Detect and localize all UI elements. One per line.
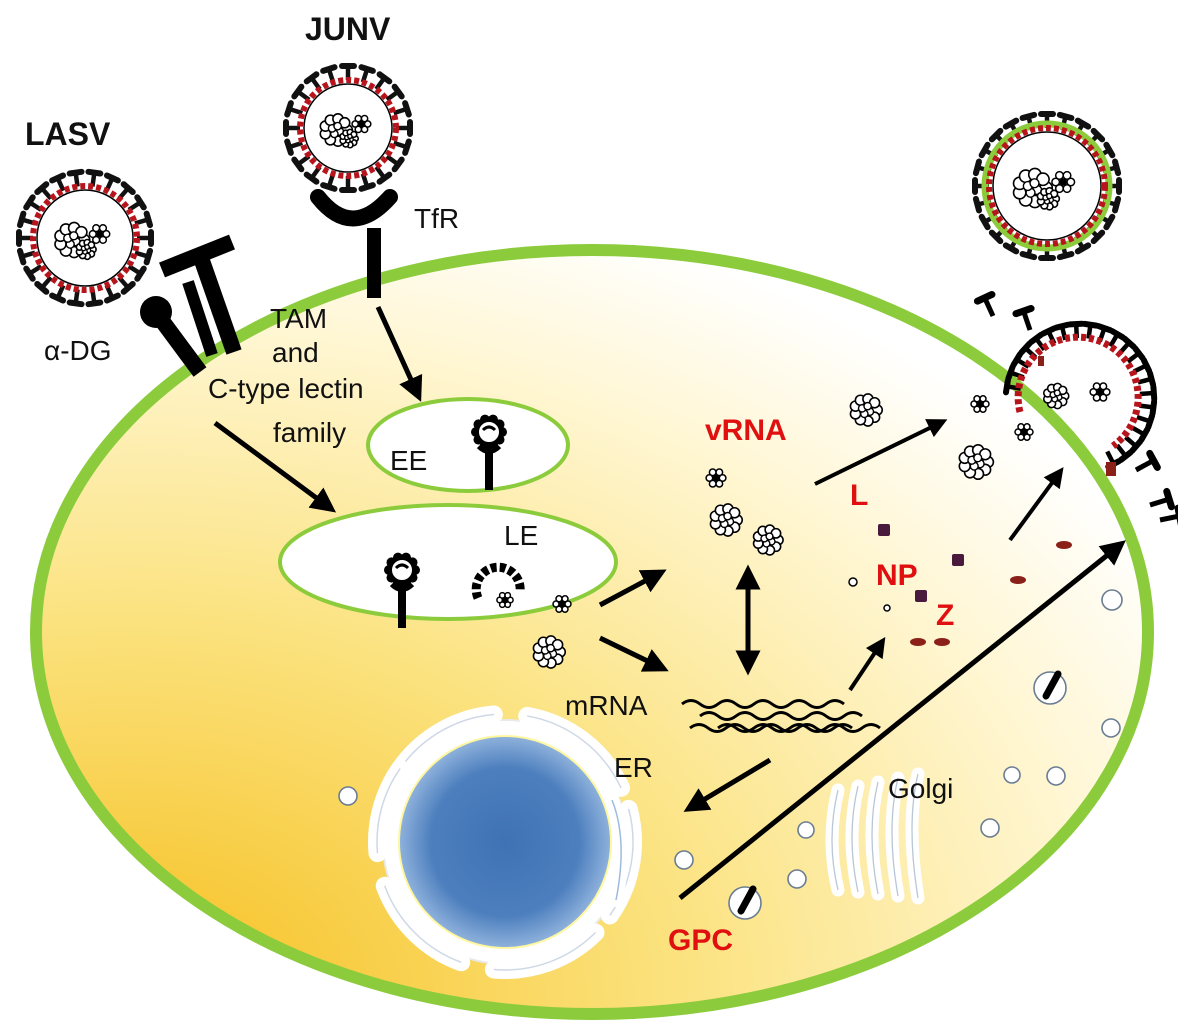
- glycoprotein-vesicle-icon: [728, 885, 762, 920]
- virions: [16, 63, 1178, 628]
- arrow-icon: [213, 420, 337, 513]
- arrow-icon: [1008, 467, 1064, 542]
- label-er: ER: [614, 752, 653, 783]
- z-protein-icon: [1106, 462, 1116, 476]
- virion-icon: [16, 168, 154, 308]
- rnp-icon: [1089, 382, 1111, 402]
- plasma-membrane: [30, 244, 1154, 1020]
- arrow-icon: [598, 569, 667, 608]
- rnp-icon: [496, 591, 514, 609]
- vesicle-icon: [1101, 718, 1121, 738]
- golgi-icon: [825, 767, 925, 905]
- z-protein-icon: [934, 638, 950, 646]
- rnp-icon: [532, 635, 567, 669]
- mrna-strands: [681, 699, 881, 733]
- label-z: Z: [936, 599, 954, 632]
- ribonucleoproteins: [532, 393, 1034, 669]
- virion-icon: [283, 63, 413, 193]
- glycoprotein-vesicle-icon: [1033, 670, 1067, 705]
- label-golgi: Golgi: [888, 773, 953, 804]
- rnp-icon: [88, 223, 111, 245]
- viral-proteins: [848, 356, 1116, 646]
- mrna-strand: [689, 723, 853, 733]
- rnp-icon: [339, 128, 360, 149]
- label-ctype-lectin: C-type lectin: [208, 373, 364, 404]
- label-ee: EE: [390, 445, 427, 476]
- z-protein-icon: [1038, 356, 1044, 366]
- mrna-strand: [699, 711, 863, 721]
- arrow-icon: [375, 305, 423, 402]
- endocytosed-virion-icon: [471, 414, 507, 490]
- tam-receptor-icon: [159, 234, 242, 357]
- rnp-icon: [849, 393, 884, 427]
- l-protein-icon: [952, 554, 964, 566]
- arrow-icon: [678, 540, 1126, 900]
- alpha-dg-receptor-icon: [140, 296, 207, 377]
- label-tam: TAM: [270, 303, 327, 334]
- arrow-icon: [814, 419, 948, 486]
- z-protein-icon: [910, 638, 926, 646]
- vesicle-icon: [1101, 589, 1123, 611]
- label-lasv: LASV: [25, 116, 111, 152]
- label-mrna: mRNA: [565, 690, 648, 721]
- vesicle-icon: [1046, 766, 1066, 786]
- label-tfr: TfR: [414, 203, 459, 234]
- vesicle-icon: [787, 869, 807, 889]
- arrow-icon: [848, 637, 886, 692]
- label-gpc: GPC: [668, 924, 733, 957]
- vesicle-icon: [674, 850, 694, 870]
- np-protein-icon: [883, 604, 891, 612]
- rnp-icon: [1036, 186, 1061, 211]
- rnp-icon: [970, 395, 990, 413]
- label-le: LE: [504, 520, 538, 551]
- process-arrows: [213, 305, 1126, 900]
- label-family: family: [273, 417, 346, 448]
- np-protein-icon: [848, 577, 858, 587]
- late-endosome: [278, 503, 618, 621]
- receptors: [140, 189, 398, 377]
- endoplasmic-reticulum: [368, 705, 642, 979]
- mrna-strand: [681, 699, 845, 709]
- z-protein-icon: [1010, 576, 1026, 584]
- rnp-icon: [958, 443, 995, 481]
- rnp-icon: [351, 114, 372, 134]
- z-protein-icon: [1056, 541, 1072, 549]
- vesicle-icon: [980, 818, 1000, 838]
- labels: LASV JUNV TfR α-DG TAM and C-type lectin…: [25, 11, 954, 957]
- rnp-icon: [75, 238, 97, 261]
- budding-virion-icon: [1002, 320, 1158, 470]
- mrna-strand: [717, 723, 881, 733]
- label-vrna: vRNA: [705, 414, 787, 447]
- l-protein-icon: [878, 524, 890, 536]
- label-l: L: [850, 479, 868, 512]
- rnp-icon: [709, 503, 744, 537]
- label-np: NP: [876, 559, 918, 592]
- rnp-icon: [705, 468, 727, 488]
- virion-icon: [972, 111, 1122, 261]
- label-alpha-dg: α-DG: [44, 335, 112, 366]
- secretory-vesicles: [338, 589, 1123, 920]
- vesicle-icon: [797, 821, 815, 839]
- rnp-icon: [552, 595, 572, 613]
- vesicle-icon: [1003, 766, 1021, 784]
- label-junv: JUNV: [305, 11, 391, 47]
- arrow-icon: [598, 635, 669, 672]
- endocytosed-virion-icon: [384, 552, 420, 628]
- rnp-icon: [1042, 382, 1070, 410]
- label-and: and: [272, 337, 319, 368]
- fusing-virion-icon: [471, 562, 525, 609]
- arrow-icon: [683, 757, 772, 812]
- rnp-icon: [1051, 170, 1076, 194]
- membrane-glycoprotein-spikes: [973, 290, 1178, 526]
- vesicle-icon: [338, 786, 358, 806]
- l-protein-icon: [915, 590, 927, 602]
- rnp-icon: [1014, 423, 1034, 441]
- early-endosome: [366, 397, 570, 493]
- tfr-receptor-icon: [310, 189, 398, 298]
- rnp-icon: [752, 524, 784, 556]
